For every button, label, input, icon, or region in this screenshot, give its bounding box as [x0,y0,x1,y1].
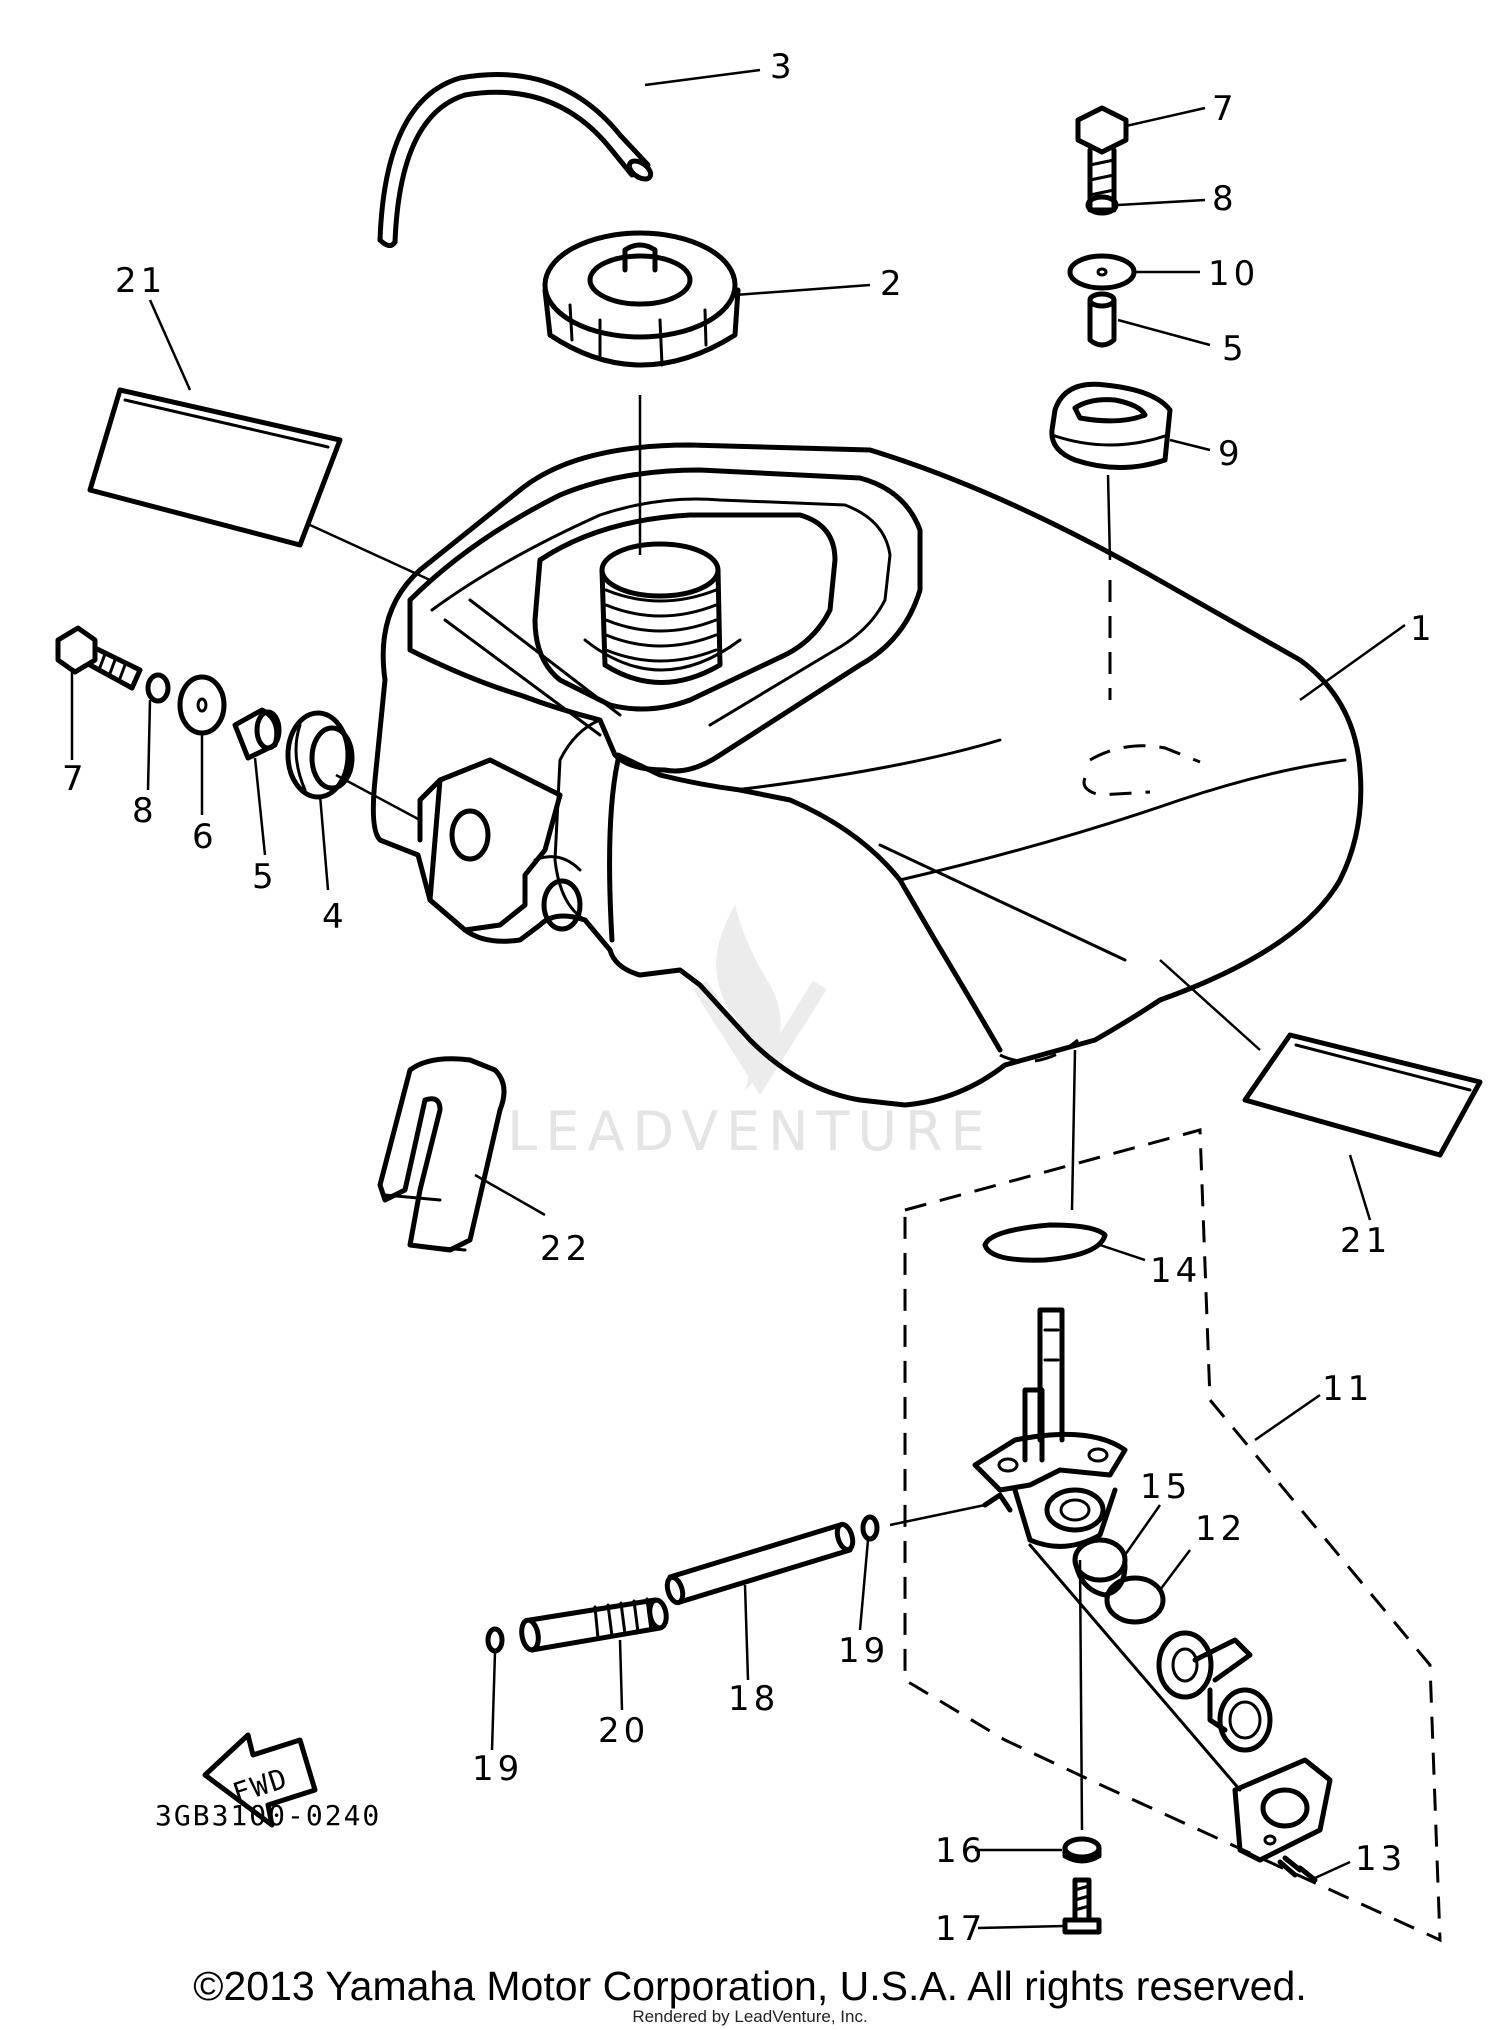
label-part-19-left: 19 [472,1749,523,1789]
label-part-21-right: 21 [1340,1221,1391,1261]
label-part-11: 11 [1322,1369,1373,1409]
fuel-cock-group-outline [903,1128,1442,1943]
label-part-5-right: 5 [1222,329,1248,369]
label-part-16: 16 [935,1831,986,1871]
label-part-6: 6 [192,817,218,857]
rendered-by-notice: Rendered by LeadVenture, Inc. [632,2007,867,2026]
fuel-cock-drawing [889,1049,1351,1935]
fuel-tank-drawing [370,442,1364,1108]
label-part-18: 18 [728,1679,779,1719]
label-part-7-right: 7 [1212,89,1238,129]
label-part-13: 13 [1355,1839,1406,1879]
label-part-5-left: 5 [252,857,278,897]
right-mount-hardware [1049,105,1211,700]
label-part-3: 3 [770,47,796,87]
label-part-22: 22 [540,1229,591,1269]
label-part-17: 17 [935,1909,986,1949]
label-part-20: 20 [598,1711,649,1751]
hose-assembly-drawing [485,1514,880,1751]
label-part-15: 15 [1140,1467,1191,1507]
label-part-8-right: 8 [1212,179,1238,219]
label-part-1: 1 [1410,609,1436,649]
diagram-code: 3GB3100-0240 [155,1799,381,1832]
emblem-left-drawing [87,387,431,582]
left-mount-hardware [55,625,421,891]
emblem-right-drawing [1159,959,1483,1158]
label-part-4: 4 [322,897,348,937]
label-part-14: 14 [1150,1251,1201,1291]
watermark: LEADVENTURE [507,905,992,1163]
fuel-cap-drawing [542,230,741,555]
label-part-21-left: 21 [115,261,166,301]
label-part-2: 2 [880,264,906,304]
part-labels: 1 2 3 4 5 5 6 7 7 8 8 9 10 11 12 13 14 1… [62,47,1436,1949]
watermark-text: LEADVENTURE [507,1100,992,1163]
label-part-7-left: 7 [62,759,88,799]
breather-hose-drawing [377,72,654,248]
label-part-12: 12 [1195,1509,1246,1549]
copyright-notice: ©2013 Yamaha Motor Corporation, U.S.A. A… [193,1963,1306,2009]
label-part-8-left: 8 [132,791,158,831]
label-part-10: 10 [1208,254,1259,294]
label-part-19-right: 19 [838,1631,889,1671]
cover-guard-drawing [377,1056,546,1253]
label-part-9: 9 [1218,434,1244,474]
